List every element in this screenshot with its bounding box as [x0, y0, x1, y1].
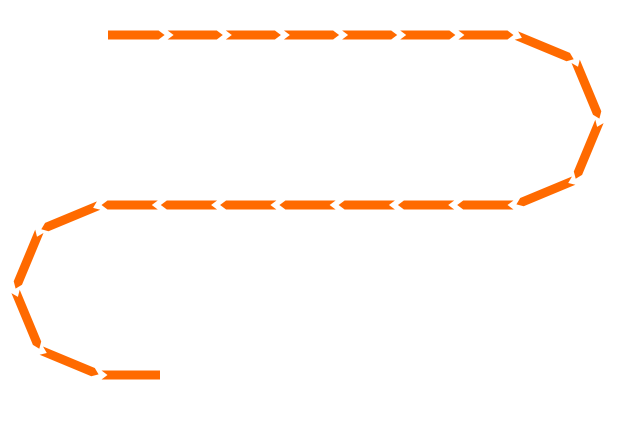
- middle-run-chevron: [160, 200, 218, 210]
- middle-run-chevron: [397, 200, 455, 210]
- right-arc-chevron: [514, 31, 574, 62]
- bottom-run-chevron: [101, 370, 160, 380]
- right-arc-chevron: [516, 176, 576, 207]
- top-run-chevron: [108, 30, 165, 40]
- left-arc-chevron: [13, 229, 44, 289]
- left-arc-chevron: [41, 201, 101, 232]
- left-arc-chevron: [39, 346, 99, 377]
- top-run-chevron: [458, 30, 514, 40]
- left-arc-chevron: [11, 289, 42, 349]
- right-arc-chevron: [573, 119, 604, 179]
- top-run-chevron: [283, 30, 340, 40]
- top-run-chevron: [400, 30, 456, 40]
- middle-run-chevron: [338, 200, 395, 210]
- middle-run-chevron: [279, 200, 336, 210]
- top-run-chevron: [167, 30, 223, 40]
- right-arc-chevron: [571, 59, 602, 119]
- middle-run-chevron: [457, 200, 514, 210]
- top-run-chevron: [342, 30, 398, 40]
- middle-run-chevron: [101, 200, 158, 210]
- top-run-chevron: [225, 30, 281, 40]
- middle-run-chevron: [220, 200, 277, 210]
